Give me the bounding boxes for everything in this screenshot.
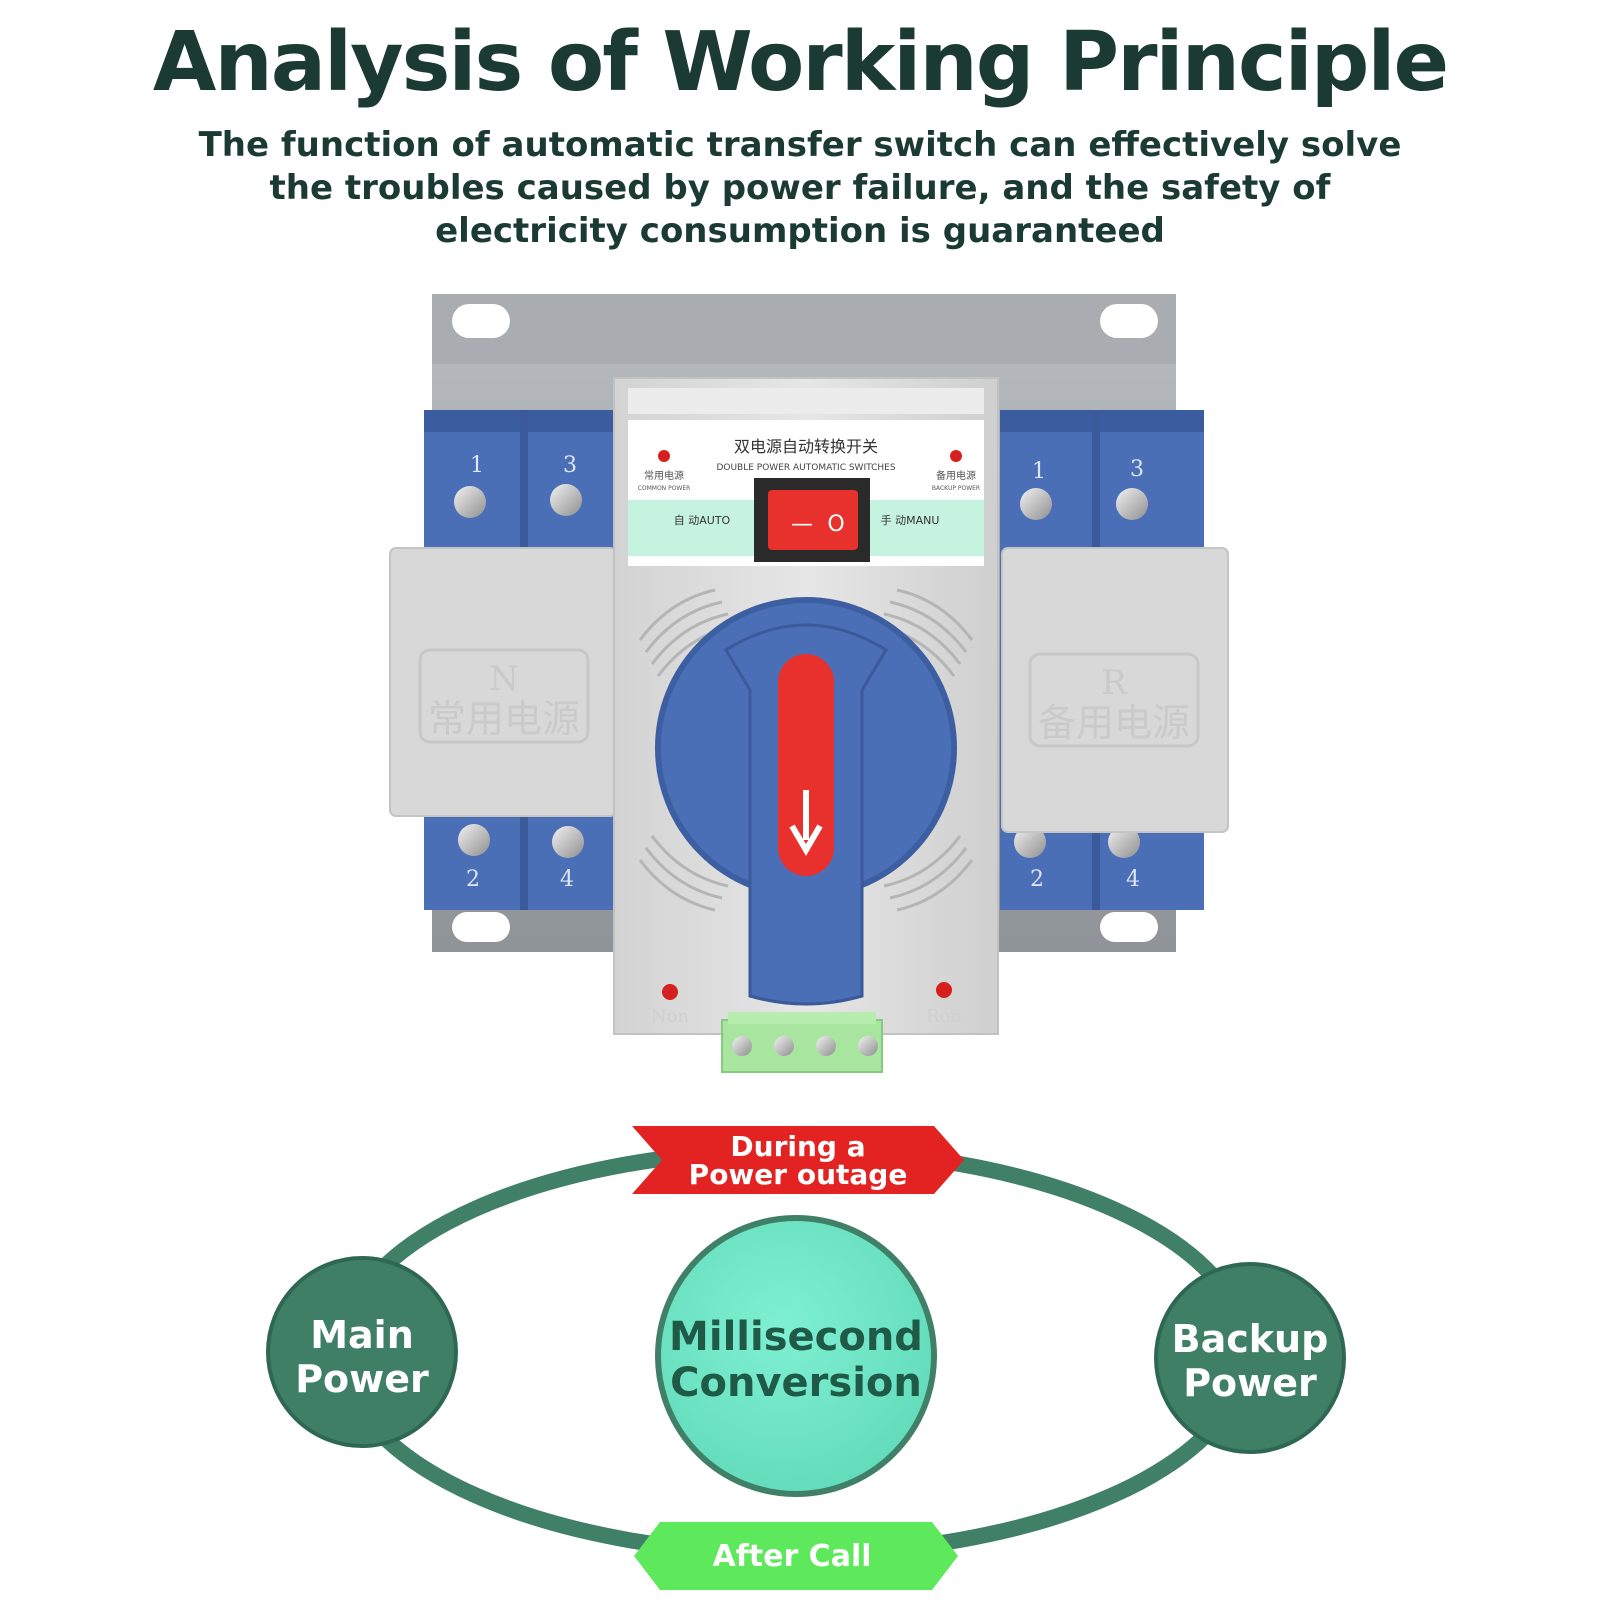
center-node-line2: Conversion [670,1360,922,1406]
indicator-label: Non [651,1006,690,1027]
common-power-en: COMMON POWER [638,485,691,492]
terminal-screw-icon [1014,826,1046,858]
device-label-cn: 双电源自动转换开关 [734,437,878,456]
terminal-label: 2 [466,867,480,892]
after-call-tag: After Call [634,1522,958,1590]
backup-power-line1: Backup [1172,1317,1329,1361]
module-text: 常用电源 [428,697,580,741]
main-power-node: Main Power [266,1256,458,1448]
left-module: N 常用电源 [389,547,617,817]
terminal-label: 4 [560,867,574,892]
terminal-screw-icon [454,486,486,518]
power-outage-tag-line2: Power outage [689,1158,908,1191]
mount-hole [452,912,510,942]
main-power-line2: Power [295,1357,429,1401]
millisecond-conversion-node: Millisecond Conversion [655,1215,937,1497]
device-label-en: DOUBLE POWER AUTOMATIC SWITCHES [716,463,895,473]
rotary-handle[interactable] [723,623,889,1006]
backup-power-led-icon [950,450,962,462]
terminal-screw-icon [774,1036,794,1056]
center-node-line1: Millisecond [669,1314,923,1360]
rocker-symbol: — [791,512,813,537]
terminal-screw-icon [732,1036,752,1056]
power-outage-tag-line1: During a [730,1130,865,1163]
indicator-label: Ron [926,1006,962,1027]
terminal-screw-icon [458,824,490,856]
rocker-symbol: O [827,512,844,537]
terminal-label: 3 [563,453,577,478]
terminal-screw-icon [816,1036,836,1056]
main-power-line1: Main [310,1313,414,1357]
auto-label: 自 动AUTO [674,514,731,527]
backup-power-node: Backup Power [1154,1262,1346,1454]
terminal-label: 1 [1032,459,1046,484]
central-body: 双电源自动转换开关 DOUBLE POWER AUTOMATIC SWITCHE… [613,377,999,1035]
power-outage-tag: During a Power outage [632,1126,964,1194]
indicator-led-icon [662,984,678,1000]
indicator-led-icon [936,982,952,998]
right-module: R 备用电源 [1001,547,1229,833]
mount-hole [1100,912,1158,942]
transfer-switch-device: 1 3 2 4 1 3 2 4 [389,294,1229,1073]
backup-power-line2: Power [1183,1361,1317,1405]
terminal-label: 3 [1130,457,1144,482]
module-letter: N [489,659,519,699]
page-subtitle: The function of automatic transfer switc… [198,125,1402,251]
terminal-screw-icon [1108,826,1140,858]
backup-power-en: BACKUP POWER [932,485,980,492]
mount-hole [452,304,510,338]
after-call-tag-label: After Call [712,1539,871,1574]
terminal-screw-icon [858,1036,878,1056]
mount-hole [1100,304,1158,338]
common-power-cn: 常用电源 [644,469,684,482]
terminal-label: 2 [1030,867,1044,892]
terminal-label: 1 [470,453,484,478]
terminal-screw-icon [1116,488,1148,520]
arrow-down-icon [789,790,823,856]
terminal-label: 4 [1126,867,1140,892]
terminal-screw-icon [550,484,582,516]
vent-grille-icon [638,588,974,912]
page-title: Analysis of Working Principle [152,15,1449,110]
backup-power-cn: 备用电源 [936,469,976,482]
module-letter: R [1101,663,1128,703]
terminal-screw-icon [552,826,584,858]
cycle-diagram: During a Power outage After Call Main Po… [266,1126,1346,1590]
auto-manu-rocker-switch[interactable]: — O [754,478,870,562]
common-power-led-icon [658,450,670,462]
green-terminal-block [721,1012,883,1073]
manu-label: 手 动MANU [881,513,940,527]
terminal-screw-icon [1020,488,1052,520]
module-text: 备用电源 [1038,701,1190,745]
